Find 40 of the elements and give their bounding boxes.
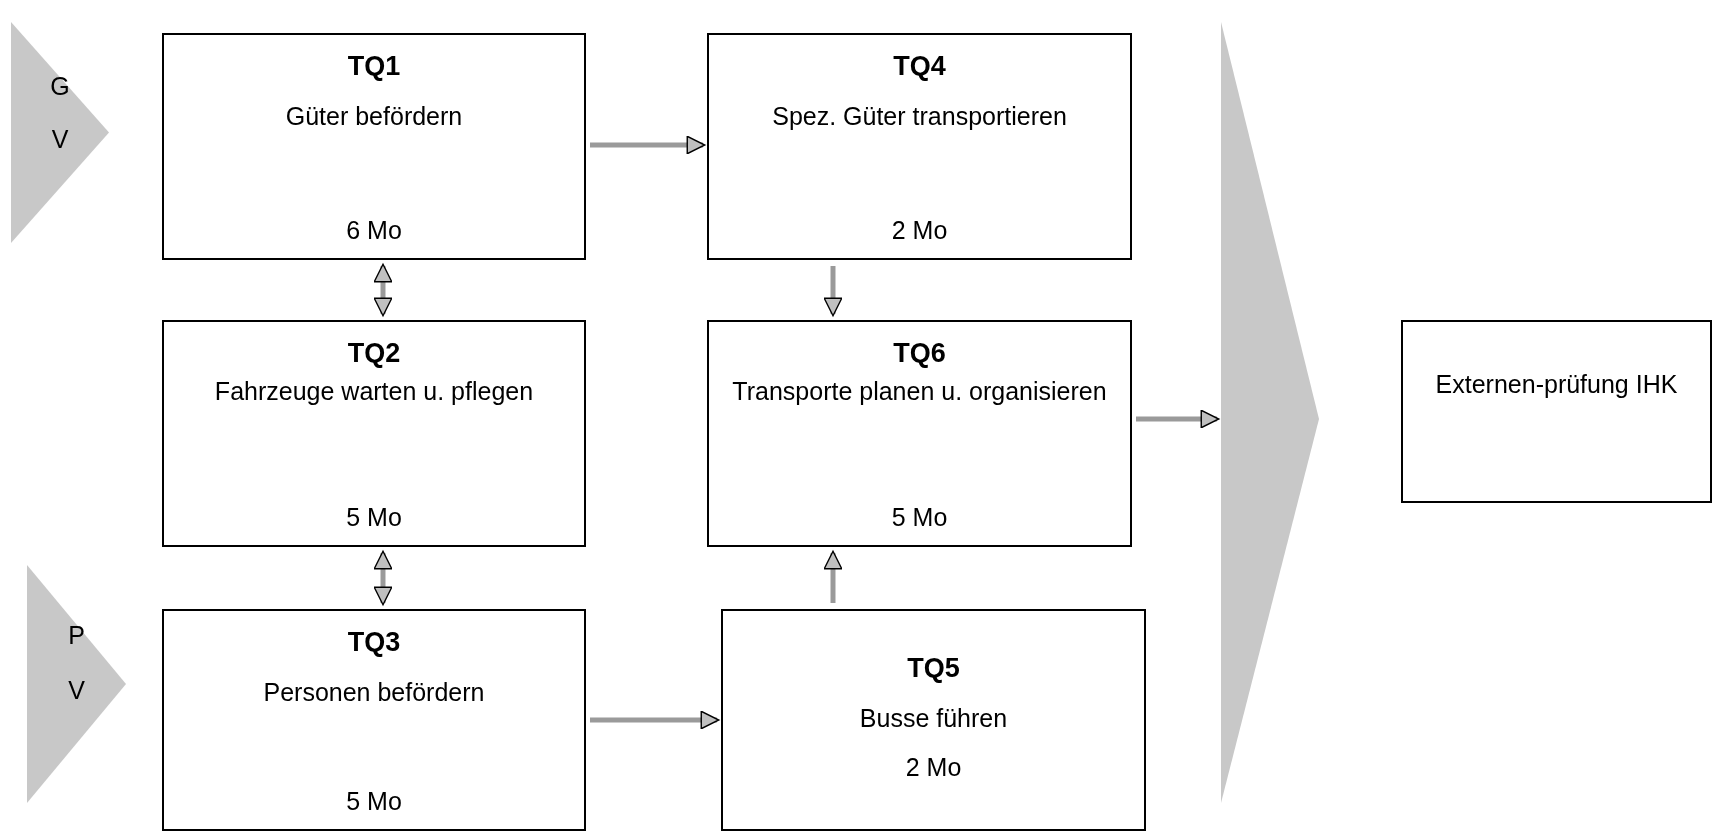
- qualification-box: [162, 609, 586, 831]
- module-title: Personen befördern: [263, 677, 485, 709]
- qualification-box: [707, 33, 1132, 260]
- chevron-shape: [27, 565, 126, 803]
- module-title: Fahrzeuge warten u. pflegen: [214, 376, 534, 408]
- module-title: Transporte planen u. organisieren: [732, 376, 1107, 408]
- module-title: Busse führen: [859, 703, 1008, 735]
- duration: 5 Mo: [891, 501, 948, 533]
- qualification-box: [162, 33, 586, 260]
- duration: 2 Mo: [891, 214, 948, 246]
- arrow: [823, 266, 843, 317]
- exam-box: [1401, 320, 1712, 503]
- module-title: Spez. Güter transportieren: [772, 101, 1067, 133]
- arrow: [373, 263, 393, 317]
- qualification-box: [707, 320, 1132, 547]
- arrow: [590, 710, 720, 730]
- module-code: TQ2: [347, 337, 401, 370]
- group-letter: G: [50, 71, 70, 102]
- qualification-box: [721, 609, 1146, 831]
- module-code: TQ1: [347, 50, 401, 83]
- arrow: [1136, 409, 1220, 429]
- module-code: TQ6: [893, 337, 946, 370]
- arrow: [373, 550, 393, 606]
- group-letter: P: [68, 620, 85, 651]
- module-code: TQ5: [907, 652, 960, 685]
- module-title: Güter befördern: [285, 101, 463, 133]
- duration: 5 Mo: [346, 785, 402, 817]
- chevron-shape: [11, 22, 109, 243]
- exam-label: Externen-prüfung IHK: [1435, 369, 1678, 400]
- module-code: TQ3: [347, 626, 401, 659]
- duration: 2 Mo: [905, 751, 962, 783]
- group-letter: V: [51, 123, 69, 155]
- large-triangle-shape: [1221, 22, 1319, 803]
- arrow: [590, 135, 706, 155]
- duration: 6 Mo: [346, 214, 402, 246]
- module-code: TQ4: [893, 50, 946, 83]
- arrow: [823, 550, 843, 603]
- qualification-box: [162, 320, 586, 547]
- duration: 5 Mo: [346, 501, 402, 533]
- group-letter: V: [68, 674, 85, 706]
